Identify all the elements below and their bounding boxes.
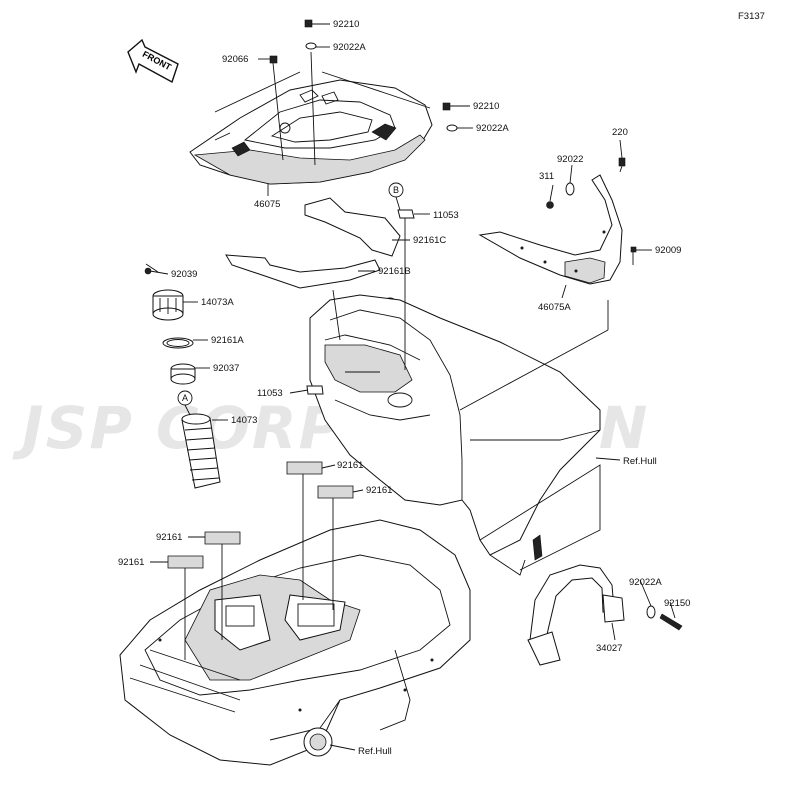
label-92022: 92022 — [557, 154, 583, 165]
label-92066: 92066 — [222, 54, 248, 65]
clip-11053-top — [397, 209, 415, 219]
label-92039: 92039 — [171, 269, 197, 280]
pad-92161-c — [204, 531, 241, 545]
label-92161C: 92161C — [413, 235, 446, 246]
hull-upper — [309, 294, 601, 576]
pad-92161-d — [167, 555, 204, 569]
callout-b-upper: B — [388, 182, 404, 198]
figure-code: F3137 — [738, 11, 765, 22]
part-labels: 92210 92022A 92066 92210 92022A 46075 11… — [118, 19, 690, 757]
gasket-92161C — [304, 197, 401, 257]
label-311: 311 — [539, 171, 554, 182]
fastener-92210-top — [304, 19, 313, 28]
leader-lines — [149, 23, 676, 751]
label-92161-left1: 92161 — [156, 532, 182, 543]
seat-cover-46075 — [189, 79, 433, 185]
bolt-92150 — [659, 613, 683, 631]
bolt-220 — [618, 157, 626, 173]
label-92022A-right: 92022A — [476, 123, 509, 134]
svg-text:B: B — [393, 185, 399, 195]
bolt-92066 — [269, 55, 278, 64]
label-92161A: 92161A — [211, 335, 244, 346]
label-34027: 34027 — [596, 643, 622, 654]
gasket-92161B — [225, 254, 381, 289]
label-14073A: 14073A — [201, 297, 234, 308]
pad-92161-b — [317, 485, 354, 499]
label-14073: 14073 — [231, 415, 257, 426]
pad-92161-a — [286, 461, 323, 475]
washer-92022A-top — [305, 42, 317, 50]
label-ref-hull-upper: Ref.Hull — [623, 456, 657, 467]
bolt-92009 — [630, 246, 637, 265]
washer-92022A-handle — [646, 605, 656, 619]
label-46075: 46075 — [254, 199, 280, 210]
label-220: 220 — [612, 127, 628, 138]
label-92009: 92009 — [655, 245, 681, 256]
label-46075A: 46075A — [538, 302, 571, 313]
clamp-92039 — [144, 263, 159, 275]
label-92161-mid2: 92161 — [366, 485, 392, 496]
clamp-92037 — [170, 363, 196, 385]
washer-92022 — [565, 182, 575, 196]
nut-311 — [546, 201, 554, 209]
fastener-92210-right — [442, 102, 451, 111]
o-ring-92161A — [162, 337, 194, 349]
label-ref-hull-lower: Ref.Hull — [358, 746, 392, 757]
label-92037: 92037 — [213, 363, 239, 374]
hull-lower — [119, 519, 471, 766]
filler-hose-14073 — [181, 413, 221, 489]
label-92210-right: 92210 — [473, 101, 499, 112]
label-92022A-top: 92022A — [333, 42, 366, 53]
front-arrow-icon: FRONT — [127, 38, 179, 84]
label-92161B: 92161B — [378, 266, 411, 277]
label-92210-top: 92210 — [333, 19, 359, 30]
grab-handle-34027 — [527, 564, 625, 666]
label-11053-mid: 11053 — [257, 388, 283, 399]
label-11053-top: 11053 — [433, 210, 459, 221]
svg-text:A: A — [182, 393, 188, 403]
clip-11053-mid — [306, 385, 324, 395]
label-92022A-handle: 92022A — [629, 577, 662, 588]
washer-92022A-right — [446, 124, 458, 132]
label-92150: 92150 — [664, 598, 690, 609]
label-92161-mid: 92161 — [337, 460, 363, 471]
label-92161-left2: 92161 — [118, 557, 144, 568]
front-cover-46075A — [478, 174, 623, 285]
fuel-cap-14073A — [152, 289, 184, 321]
